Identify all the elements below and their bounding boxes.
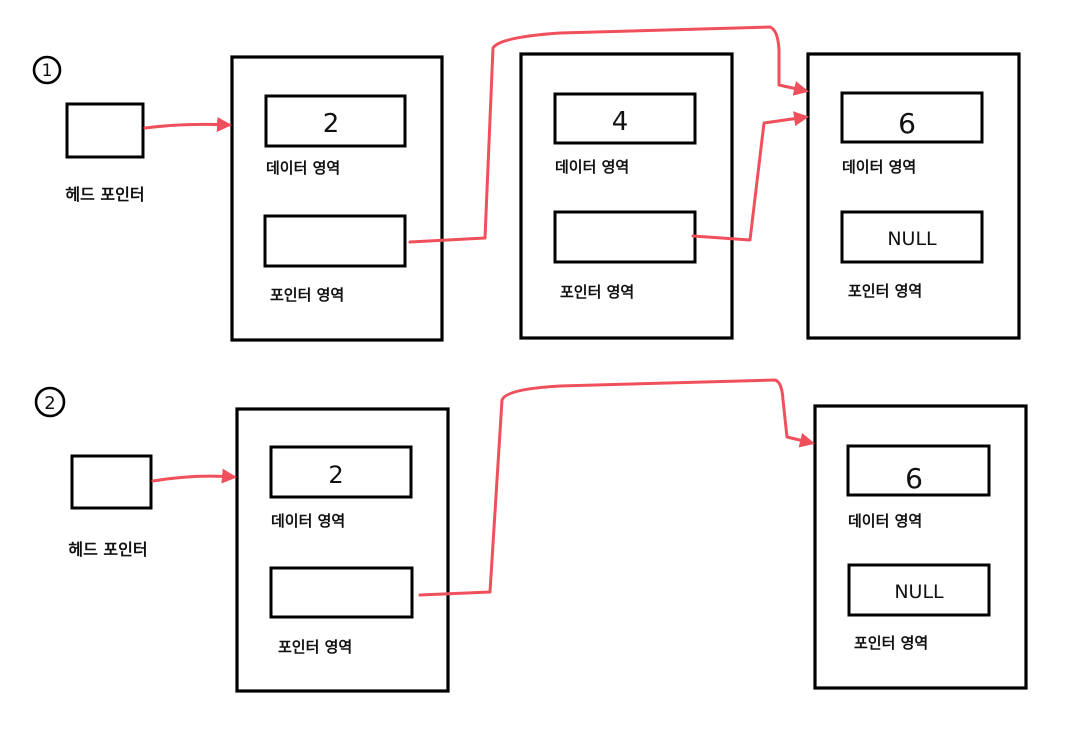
step-1-node-1-data-field (264, 94, 407, 148)
step-2-node-1-pointer-label: 포인터 영역 (278, 638, 352, 656)
step-1-node-3: 6 데이터 영역 NULL 포인터 영역 (806, 52, 1021, 340)
step-1-node-2-data-label: 데이터 영역 (555, 158, 629, 176)
step-1-node-2-data-field (553, 92, 697, 145)
step-2-node-2: 6 데이터 영역 NULL 포인터 영역 (813, 404, 1028, 690)
step-2-node-2-data-label: 데이터 영역 (848, 512, 922, 530)
step-1-node-1-to-node-3-arrow (408, 25, 809, 244)
step-1-node-3-data-value: 6 (898, 107, 916, 140)
step-1-node-2: 4 데이터 영역 포인터 영역 (519, 52, 734, 340)
step-2-node-1-data-value: 2 (328, 461, 343, 489)
step-1-node-2-data-value: 4 (612, 107, 629, 137)
step-2-node-2-pointer-field (847, 563, 991, 617)
step-1-node-1-pointer-label: 포인터 영역 (270, 286, 344, 304)
step-2-number: 2 (44, 393, 55, 414)
step-2-node-1: 2 데이터 영역 포인터 영역 (235, 407, 450, 693)
step-1-head-pointer-label: 헤드 포인터 (65, 185, 144, 204)
step-1-node-3-pointer-field (840, 210, 984, 264)
step-1-number-badge: 1 (32, 55, 62, 85)
step-2-number-badge: 2 (34, 386, 66, 418)
step-1-node-3-pointer-value: NULL (887, 228, 937, 250)
step-1: 1 헤드 포인터 2 데이터 영역 포인터 영역 4 데이터 영역 포인터 영역 (32, 25, 1021, 342)
step-1-node-3-data-label: 데이터 영역 (842, 158, 916, 176)
step-1-node-2-pointer-label: 포인터 영역 (560, 283, 634, 301)
step-2: 2 헤드 포인터 2 데이터 영역 포인터 영역 6 데이터 영역 NULL 포… (34, 378, 1028, 693)
step-1-node-1-pointer-field (263, 214, 407, 268)
step-1-head-to-node-1-arrow (143, 116, 232, 132)
step-1-number: 1 (42, 61, 53, 81)
step-2-head-pointer-label: 헤드 포인터 (68, 540, 147, 559)
step-1-node-2-pointer-field (553, 210, 697, 264)
step-2-head-to-node-1-arrow (151, 468, 237, 484)
step-1-node-1: 2 데이터 영역 포인터 영역 (230, 55, 444, 342)
step-2-head-pointer-box (70, 454, 153, 510)
step-1-node-2-to-node-3-arrow (691, 111, 809, 242)
step-2-node-1-data-field (269, 445, 413, 499)
step-1-node-3-pointer-label: 포인터 영역 (848, 282, 922, 300)
step-1-node-1-data-label: 데이터 영역 (266, 159, 340, 177)
step-1-node-1-data-value: 2 (323, 109, 340, 139)
step-2-node-1-data-label: 데이터 영역 (271, 512, 345, 530)
step-1-node-3-data-field (840, 91, 984, 144)
step-2-node-2-pointer-value: NULL (894, 581, 944, 603)
step-2-node-2-data-field (846, 444, 991, 497)
step-2-node-1-pointer-field (269, 566, 414, 619)
step-2-node-2-data-value: 6 (905, 462, 923, 495)
step-2-node-2-pointer-label: 포인터 영역 (854, 634, 928, 652)
step-2-node-1-to-node-2-arrow (418, 378, 815, 597)
step-1-head-pointer-box (65, 102, 145, 159)
